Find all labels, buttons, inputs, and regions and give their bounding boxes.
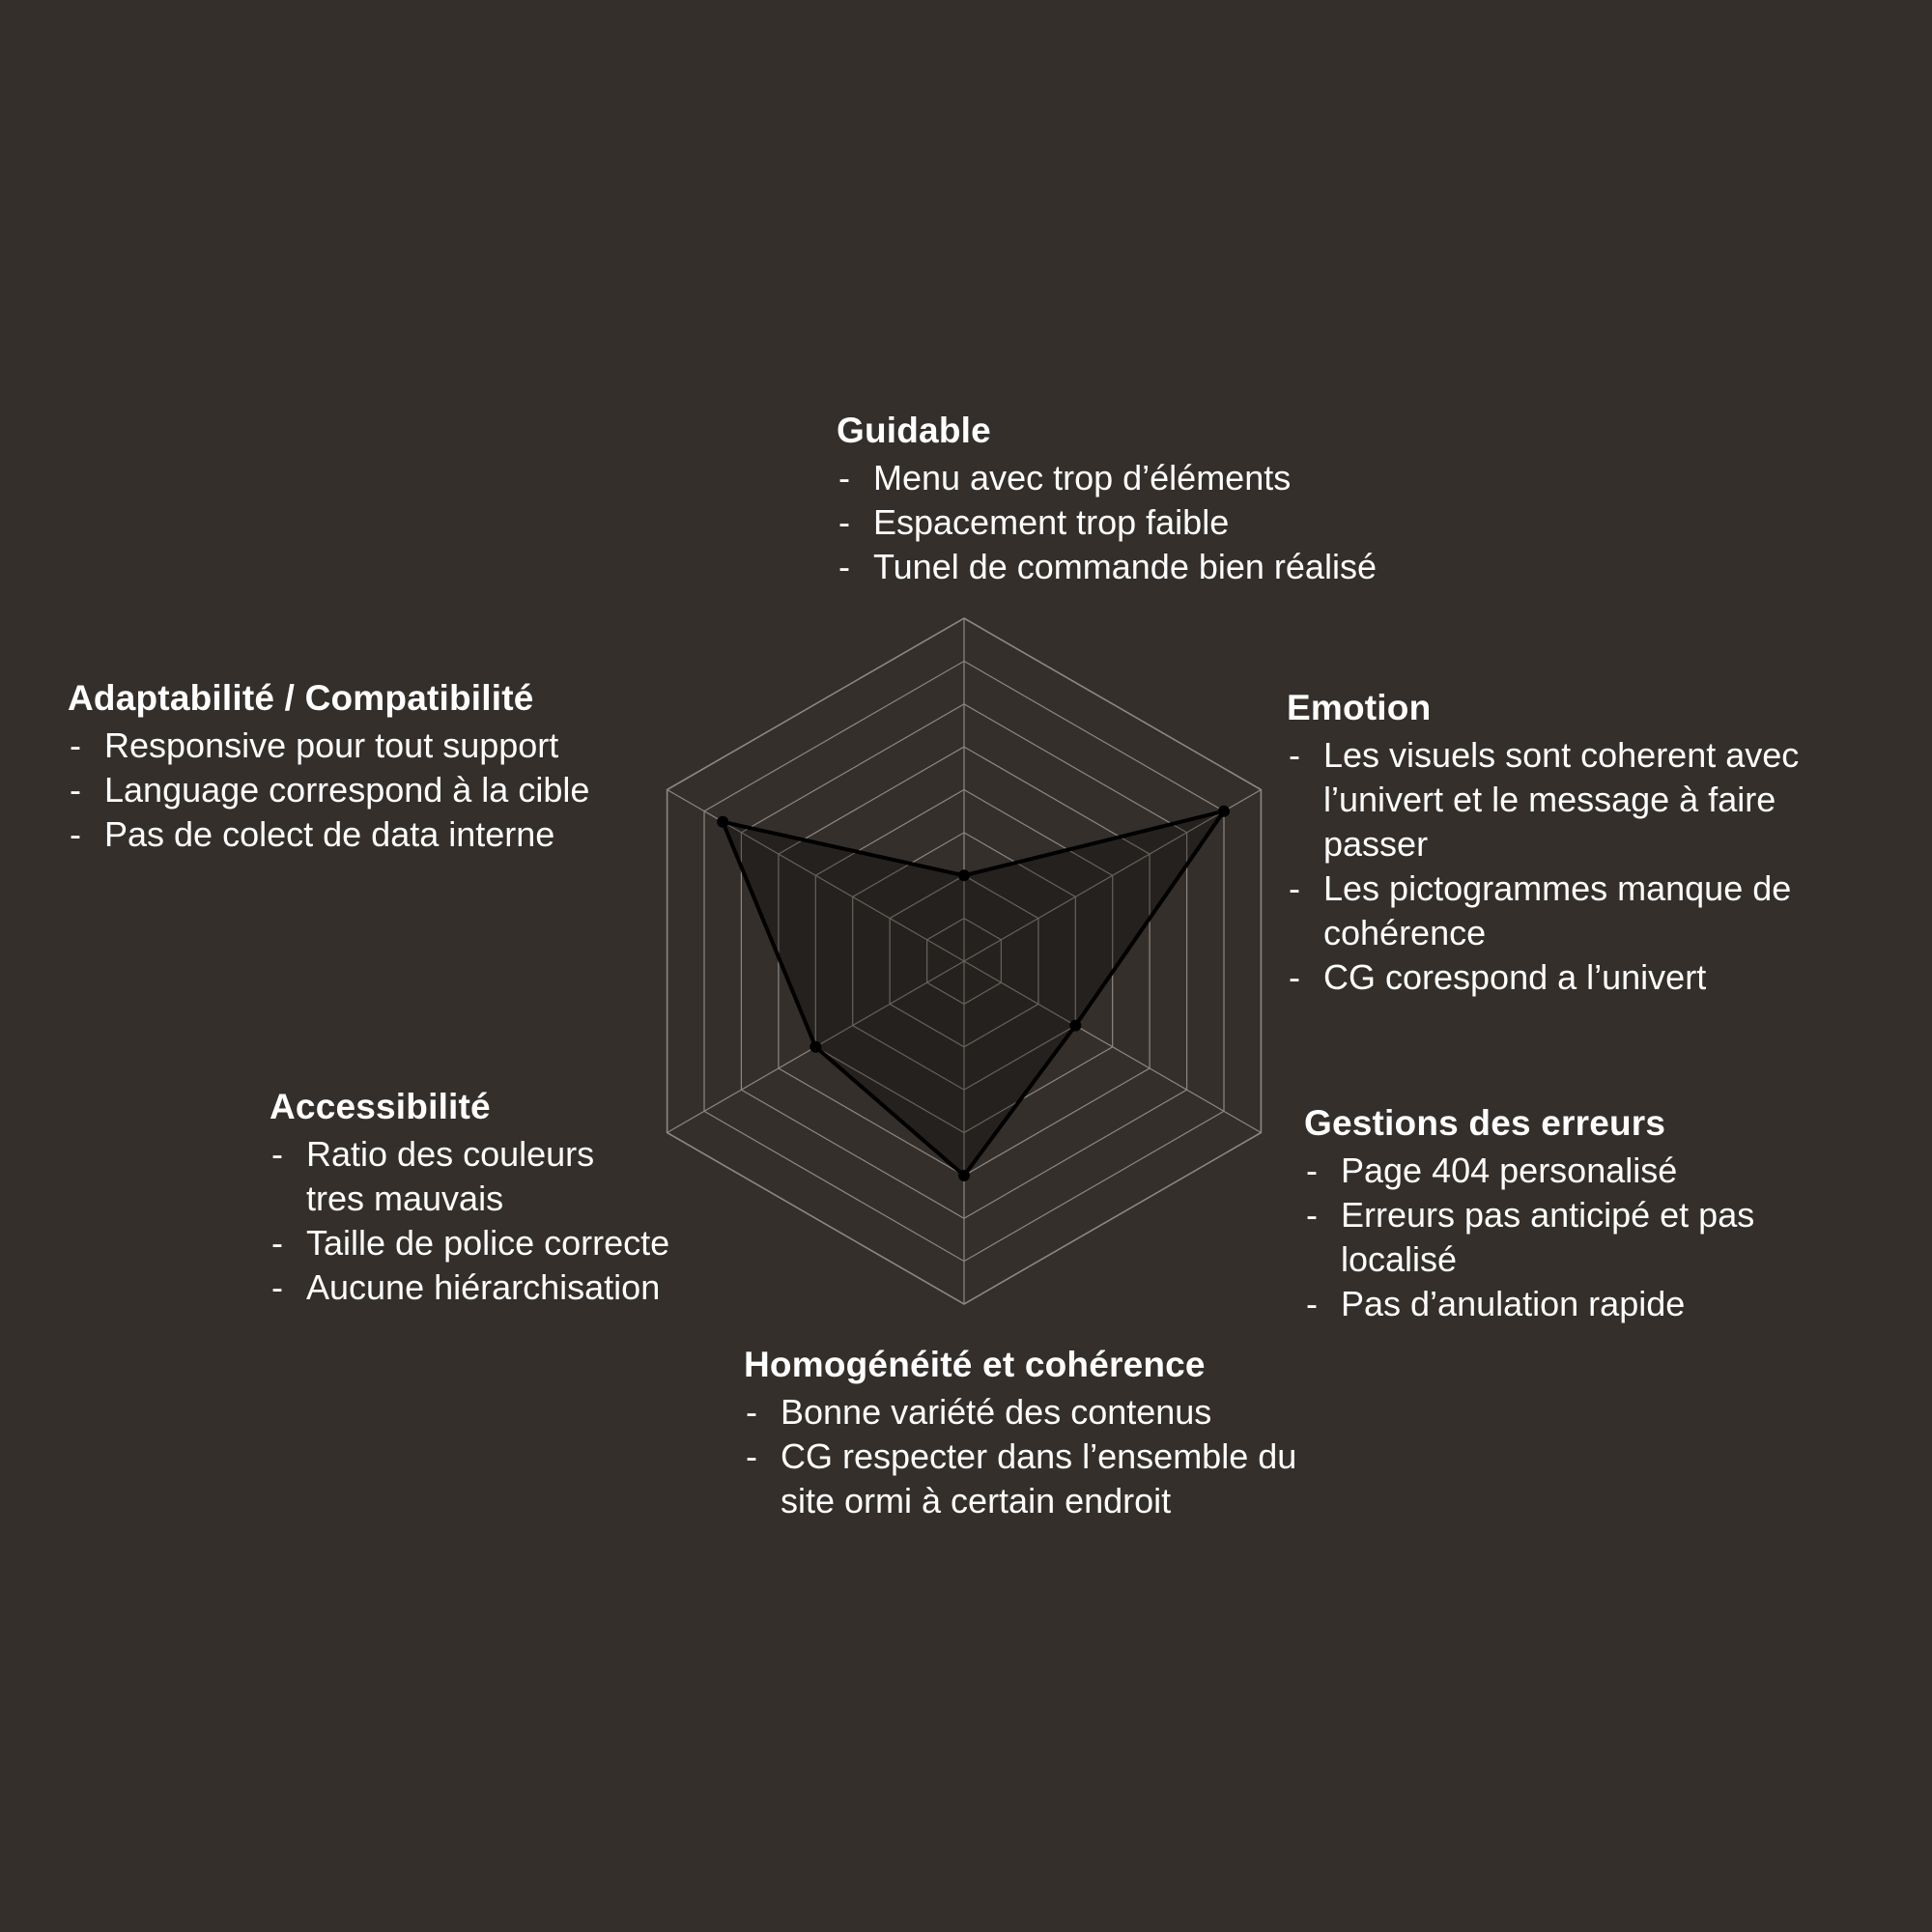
list-item: Espacement trop faible [837, 500, 1377, 545]
list-item: Page 404 personalisé [1304, 1149, 1826, 1193]
data-point-3 [958, 1169, 970, 1181]
axis-block-guidable: Guidable Menu avec trop d’éléments Espac… [837, 410, 1377, 589]
data-point-4 [810, 1040, 822, 1053]
data-point-0 [958, 869, 970, 882]
list-item: CG respecter dans l’ensemble du site orm… [744, 1435, 1360, 1523]
list-item: Responsive pour tout support [68, 724, 686, 768]
list-item: Ratio des couleurs tres mauvais [270, 1132, 596, 1221]
list-item: Les visuels sont coherent avec l’univert… [1287, 733, 1886, 867]
axis-title-emotion: Emotion [1287, 688, 1432, 727]
axis-title-homogeneite: Homogénéité et cohérence [744, 1345, 1206, 1384]
axis-notes-accessibilite: Ratio des couleurs tres mauvais Taille d… [270, 1132, 772, 1310]
list-item: Language correspond à la cible [68, 768, 686, 812]
list-item: Erreurs pas anticipé et pas localisé [1304, 1193, 1804, 1282]
radar-series [717, 805, 1230, 1181]
axis-notes-guidable: Menu avec trop d’éléments Espacement tro… [837, 456, 1377, 589]
list-item: Aucune hiérarchisation [270, 1265, 772, 1310]
list-item: CG corespond a l’univert [1287, 955, 1886, 1000]
list-item: Les pictogrammes manque de cohérence [1287, 867, 1845, 955]
axis-title-accessibilite: Accessibilité [270, 1087, 491, 1126]
axis-notes-emotion: Les visuels sont coherent avec l’univert… [1287, 733, 1886, 1000]
axis-notes-adaptabilite: Responsive pour tout support Language co… [68, 724, 686, 857]
axis-block-adaptabilite: Adaptabilité / Compatibilité Responsive … [68, 677, 686, 857]
list-item: Tunel de commande bien réalisé [837, 545, 1377, 589]
axis-notes-gestions-des-erreurs: Page 404 personalisé Erreurs pas anticip… [1304, 1149, 1826, 1326]
grid-spoke-1 [963, 788, 1262, 962]
data-point-5 [717, 815, 729, 828]
axis-title-gestions-des-erreurs: Gestions des erreurs [1304, 1103, 1666, 1143]
list-item: Pas d’anulation rapide [1304, 1282, 1826, 1326]
axis-title-guidable: Guidable [837, 411, 991, 450]
series-area [721, 809, 1226, 1178]
list-item: Menu avec trop d’éléments [837, 456, 1377, 500]
list-item: Pas de colect de data interne [68, 812, 686, 857]
axis-block-emotion: Emotion Les visuels sont coherent avec l… [1287, 687, 1886, 1000]
axis-notes-homogeneite: Bonne variété des contenus CG respecter … [744, 1390, 1372, 1523]
axis-title-adaptabilite: Adaptabilité / Compatibilité [68, 678, 534, 718]
axis-block-homogeneite: Homogénéité et cohérence Bonne variété d… [744, 1344, 1372, 1523]
data-point-1 [1218, 805, 1230, 817]
data-point-2 [1069, 1019, 1082, 1032]
axis-block-accessibilite: Accessibilité Ratio des couleurs tres ma… [270, 1086, 772, 1310]
list-item: Taille de police correcte [270, 1221, 772, 1265]
axis-block-gestions-des-erreurs: Gestions des erreurs Page 404 personalis… [1304, 1102, 1826, 1326]
grid-spoke-2 [963, 960, 1262, 1134]
list-item: Bonne variété des contenus [744, 1390, 1372, 1435]
grid-spoke-5 [667, 788, 965, 962]
